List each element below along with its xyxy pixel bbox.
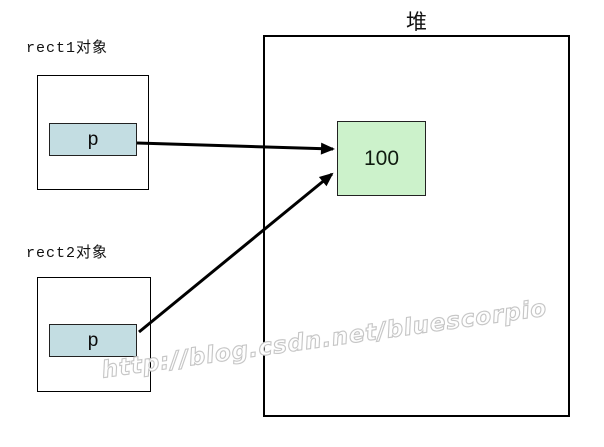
rect2-object-label: rect2对象 bbox=[26, 245, 109, 262]
rect1-object-label: rect1对象 bbox=[26, 40, 109, 57]
rect2-pointer-label: p bbox=[87, 329, 99, 351]
rect2-pointer-box: p bbox=[49, 324, 137, 357]
heap-box bbox=[263, 35, 570, 417]
rect1-pointer-label: p bbox=[87, 128, 99, 150]
heap-value-label: 100 bbox=[363, 146, 400, 170]
heap-label: 堆 bbox=[406, 13, 427, 36]
rect1-pointer-box: p bbox=[49, 123, 137, 156]
heap-value-box: 100 bbox=[337, 121, 426, 196]
